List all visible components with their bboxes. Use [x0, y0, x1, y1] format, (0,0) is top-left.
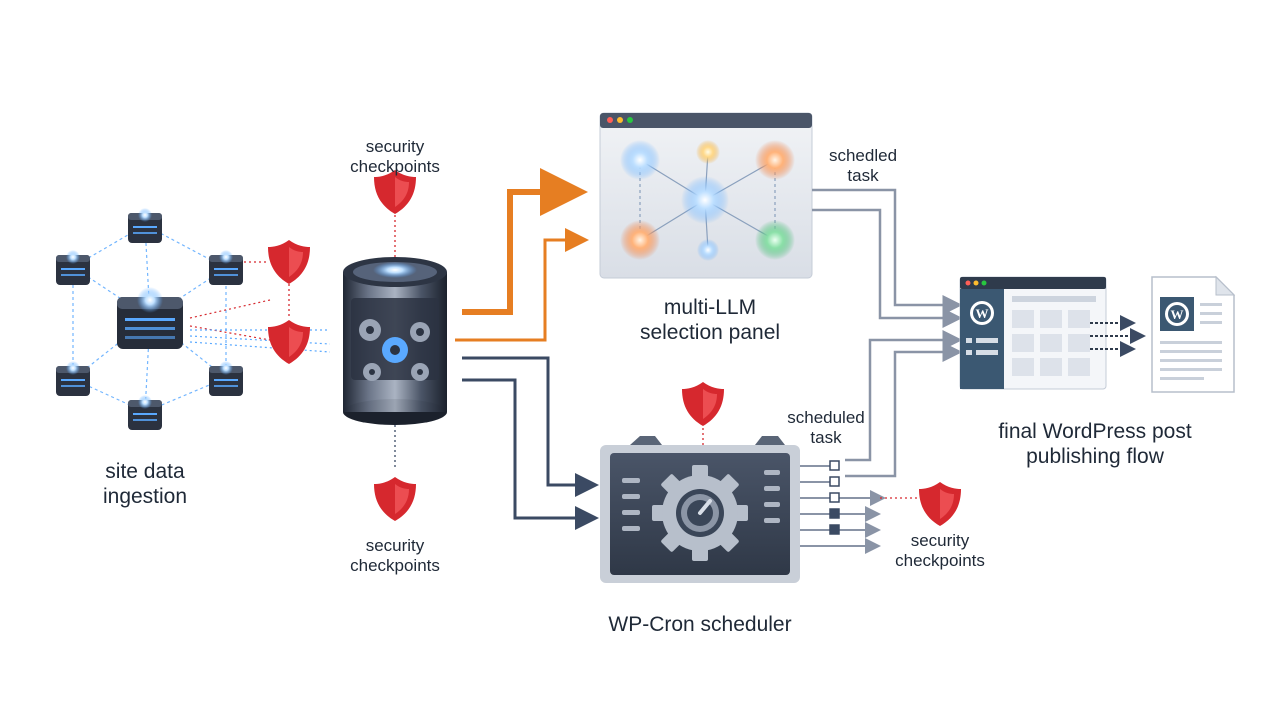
database-icon — [343, 210, 447, 470]
security-checkpoints-label-bottom: security checkpoints — [320, 536, 470, 576]
multi-llm-panel — [599, 112, 813, 279]
svg-text:W: W — [1171, 307, 1184, 322]
site-data-cluster — [56, 208, 331, 430]
publish-arrows — [1090, 315, 1146, 357]
server-node-icon — [56, 361, 90, 396]
security-checkpoints-label-right: security checkpoints — [865, 531, 1015, 571]
shield-icon — [374, 477, 416, 521]
svg-text:W: W — [976, 306, 989, 321]
final-wordpress-publishing-label: final WordPress post publishing flow — [970, 420, 1220, 470]
gear-icon — [652, 465, 748, 561]
site-data-ingestion-label: site data ingestion — [60, 460, 230, 510]
shield-icon — [682, 382, 724, 426]
final-line-1: final WordPress post — [998, 420, 1192, 443]
server-node-icon — [209, 250, 243, 285]
security-line-1: security — [365, 137, 425, 156]
security-line-1: security — [365, 536, 425, 555]
document-icon: W — [1151, 275, 1236, 393]
schedled-task-label: schedled task — [808, 146, 918, 186]
multi-llm-line-2: selection panel — [639, 320, 781, 344]
wordpress-logo-icon: W — [970, 301, 994, 325]
server-node-icon — [56, 250, 90, 285]
wp-cron-scheduler-label: WP-Cron scheduler — [608, 613, 792, 636]
multi-llm-selection-panel-label: multi-LLM selection panel — [590, 296, 830, 346]
site-data-line-1: site data — [105, 460, 185, 483]
navy-flow-arrows — [462, 356, 599, 530]
security-line-2: checkpoints — [895, 551, 985, 571]
wp-cron-panel — [600, 436, 800, 583]
multi-llm-line-1: multi-LLM — [663, 296, 757, 319]
shield-icon — [268, 240, 310, 284]
wordpress-dashboard: W — [959, 276, 1107, 390]
scheduled-task-label: scheduled task — [766, 408, 886, 448]
server-node-icon — [209, 361, 243, 396]
server-node-icon — [128, 395, 162, 430]
shield-icon — [268, 320, 310, 364]
security-line-2: checkpoints — [350, 556, 440, 576]
server-node-icon — [128, 208, 162, 243]
scheduled-line-2: task — [810, 428, 842, 448]
gray-flow-arrows — [812, 188, 963, 478]
final-line-2: publishing flow — [1026, 444, 1164, 468]
scheduled-line-1: scheduled — [787, 408, 865, 427]
site-data-line-2: ingestion — [102, 484, 188, 508]
wordpress-logo-icon: W — [1160, 297, 1194, 331]
central-server-icon — [117, 287, 183, 349]
security-line-2: checkpoints — [350, 157, 440, 177]
security-checkpoints-label-top: security checkpoints — [320, 137, 470, 177]
schedled-line-1: schedled — [828, 146, 898, 165]
schedled-line-2: task — [847, 166, 879, 186]
gear-icon — [359, 319, 430, 381]
task-checkboxes — [829, 460, 840, 535]
orange-flow-arrows — [455, 168, 589, 342]
security-line-1: security — [910, 531, 970, 550]
shield-icon — [919, 482, 961, 526]
